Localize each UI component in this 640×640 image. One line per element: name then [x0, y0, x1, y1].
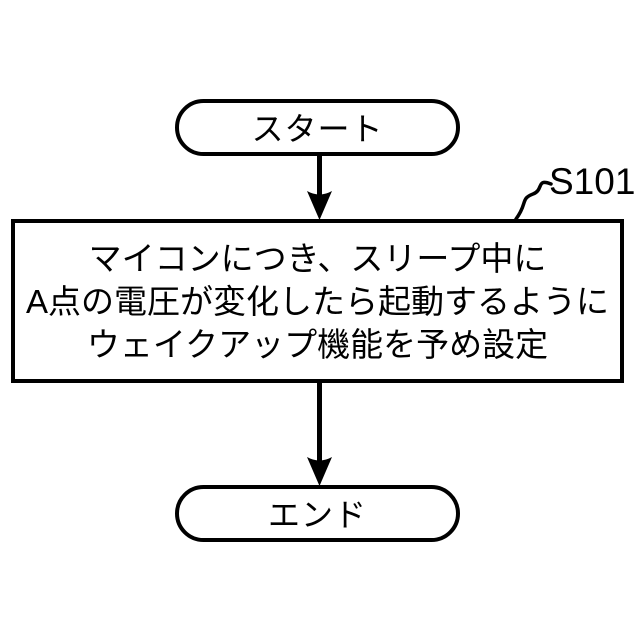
- process-text-line: マイコンにつき、スリープ中に: [88, 239, 547, 277]
- start-node-label: スタート: [251, 110, 384, 147]
- process-text-line: ウェイクアップ機能を予め設定: [86, 325, 549, 363]
- process-box-s101: マイコンにつき、スリープ中に A点の電圧が変化したら起動するように ウェイクアッ…: [11, 219, 624, 383]
- arrow-start-to-process: [307, 153, 332, 220]
- step-label-leader-line: [514, 180, 553, 221]
- arrow-process-to-end: [307, 380, 332, 486]
- arrow-down-icon: [307, 191, 332, 220]
- step-id-label: S101: [549, 161, 636, 202]
- process-text-line: A点の電圧が変化したら起動するように: [25, 282, 609, 320]
- end-node: エンド: [175, 485, 460, 542]
- start-node: スタート: [175, 99, 460, 156]
- end-node-label: エンド: [267, 496, 367, 533]
- arrow-down-icon: [307, 457, 332, 486]
